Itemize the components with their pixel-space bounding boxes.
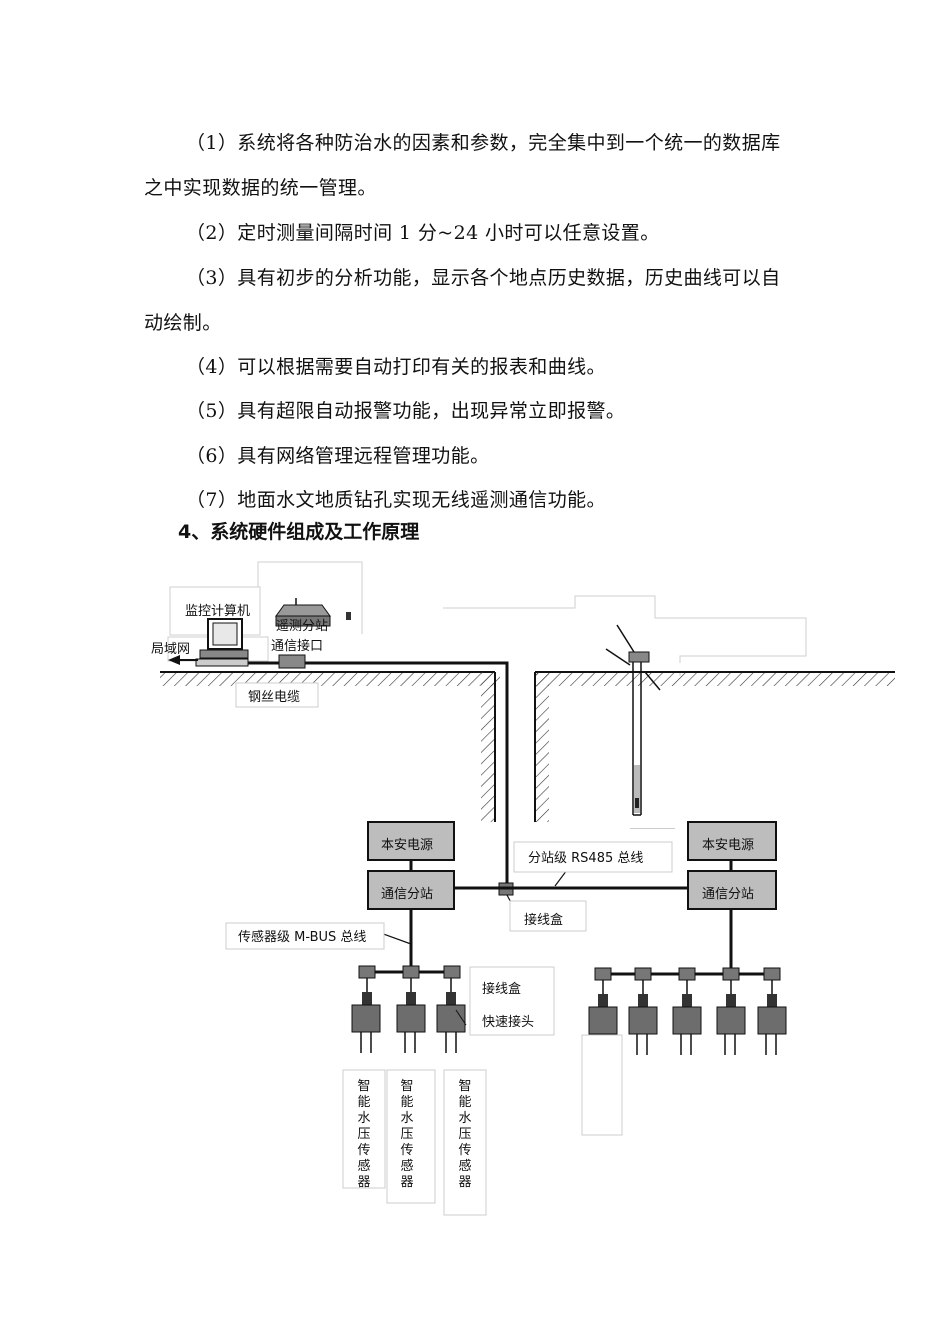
sensor-label-char: 水	[400, 1111, 413, 1126]
sensor-unit-1	[351, 965, 381, 1053]
telemetry-interface-label-1: 遥测分站	[276, 619, 328, 634]
sensor-unit-4	[588, 967, 618, 1055]
sensor-unit-6	[672, 967, 702, 1055]
lan-label: 局域网	[151, 642, 190, 657]
sensor-label-char: 压	[458, 1127, 471, 1142]
left-power-unit	[367, 821, 455, 861]
sensor-label-char: 器	[357, 1175, 370, 1190]
sensor-label-char: 感	[357, 1158, 370, 1174]
mbus-label: 传感器级 M-BUS 总线	[238, 929, 366, 945]
power-right-label: 本安电源	[702, 838, 754, 853]
sensor-label-char: 器	[400, 1175, 413, 1190]
junction-box-sensor-label: 接线盒	[482, 981, 521, 997]
surface-borehole	[605, 624, 675, 829]
right-mbus-line	[602, 909, 772, 976]
left-sensors	[351, 965, 466, 1053]
paragraph-3: （3）具有初步的分析功能，显示各个地点历史数据，历史曲线可以自	[186, 267, 781, 289]
sensor-label-char: 感	[458, 1158, 471, 1174]
mine-shaft	[481, 672, 549, 822]
sensor-label-char: 能	[357, 1095, 370, 1110]
comm-station-left-label: 通信分站	[381, 887, 433, 902]
sensor-label-char: 传	[400, 1143, 413, 1158]
comm-station-right-label: 通信分站	[702, 887, 754, 902]
right-comm-station	[687, 870, 777, 910]
sensor-label-char: 传	[458, 1143, 471, 1158]
sensor-unit-2	[396, 965, 426, 1053]
sensor-unit-8	[757, 967, 787, 1055]
right-power-unit	[687, 821, 777, 861]
section-heading: 4、系统硬件组成及工作原理	[178, 521, 420, 543]
sensor-label-char: 水	[458, 1111, 471, 1126]
sensor-unit-5	[628, 967, 658, 1055]
sensor-label-char: 智	[458, 1079, 471, 1094]
paragraph-6: （6）具有网络管理远程管理功能。	[186, 445, 490, 467]
telemetry-interface-label-2: 通信接口	[271, 638, 323, 654]
paragraph-3-cont: 动绘制。	[144, 312, 222, 334]
paragraph-5: （5）具有超限自动报警功能，出现异常立即报警。	[186, 400, 626, 422]
rs485-bus-label: 分站级 RS485 总线	[528, 851, 643, 866]
steel-cable-line	[240, 661, 509, 885]
quick-connector-label: 快速接头	[482, 1014, 534, 1030]
sensor-label-char: 智	[357, 1079, 370, 1094]
lan-arrow	[168, 655, 198, 665]
ground-surface	[160, 663, 895, 686]
sensor-label-char: 传	[357, 1143, 370, 1158]
telemetry-modem-icon	[275, 598, 351, 669]
sensor-label-char: 感	[400, 1158, 413, 1174]
junction-box-main-label: 接线盒	[524, 912, 563, 928]
sensor-label-char: 能	[400, 1095, 413, 1110]
paragraph-1: （1）系统将各种防治水的因素和参数，完全集中到一个统一的数据库	[186, 132, 781, 154]
sensor-label-char: 器	[458, 1175, 471, 1190]
paragraph-1-cont: 之中实现数据的统一管理。	[144, 177, 377, 199]
sensor-label-char: 压	[357, 1127, 370, 1142]
power-left-label: 本安电源	[381, 838, 433, 853]
sensor-unit-3	[436, 965, 466, 1053]
paragraph-7: （7）地面水文地质钻孔实现无线遥测通信功能。	[186, 489, 606, 511]
sensor-label-char: 压	[400, 1127, 413, 1142]
sensor-label-char: 水	[357, 1111, 370, 1126]
sensor-label-char: 智	[400, 1079, 413, 1094]
sensor-label-char: 能	[458, 1095, 471, 1110]
monitor-computer-icon	[195, 618, 249, 667]
sensor-unit-7	[716, 967, 746, 1055]
monitor-computer-label: 监控计算机	[185, 604, 250, 619]
paragraph-2: （2）定时测量间隔时间 1 分~24 小时可以任意设置。	[186, 222, 660, 244]
background-frames	[167, 561, 807, 676]
steel-cable-label: 钢丝电缆	[248, 689, 300, 705]
paragraph-4: （4）可以根据需要自动打印有关的报表和曲线。	[186, 356, 606, 378]
right-sensors	[588, 967, 787, 1055]
